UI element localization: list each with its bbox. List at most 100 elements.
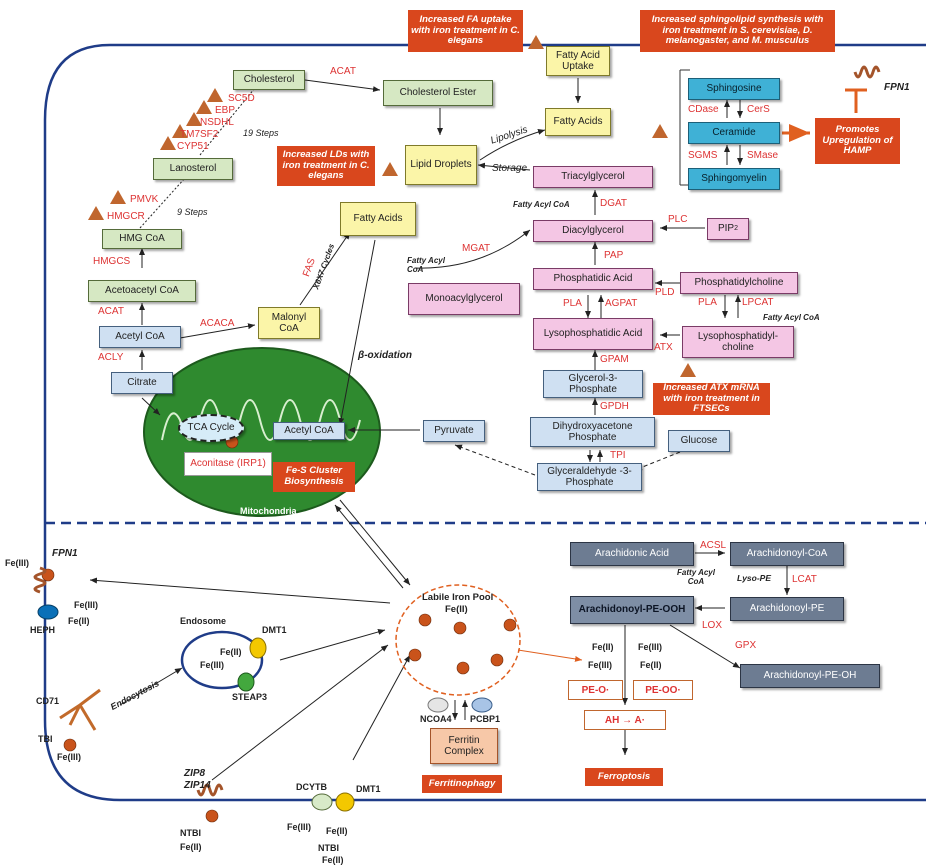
enzyme-cyp51: CYP51 xyxy=(177,141,209,152)
node-sphingosine: Sphingosine xyxy=(688,78,780,100)
callout-ferroptosis: Ferroptosis xyxy=(585,768,663,786)
node-ah-a: AH → A· xyxy=(584,710,666,730)
enzyme-lcat: LCAT xyxy=(792,574,817,585)
labile-pool-fe: Fe(II) xyxy=(445,604,468,615)
node-citrate: Citrate xyxy=(111,372,173,394)
label-fe3-endo: Fe(III) xyxy=(200,660,224,670)
triangle-pmvk xyxy=(110,190,126,204)
triangle-fa-uptake xyxy=(528,35,544,49)
node-ferritin: Ferritin Complex xyxy=(430,728,498,764)
label-pcbp1: PCBP1 xyxy=(470,714,501,724)
triangle-hmgcr xyxy=(88,206,104,220)
label-endosome: Endosome xyxy=(180,616,227,626)
label-fatty-acyl-coa-3: Fatty Acyl CoA xyxy=(763,313,820,322)
triangle-cyp51 xyxy=(160,136,176,150)
node-arachidonoyl-pe-ooh: Arachidonoyl-PE-OOH xyxy=(570,596,694,624)
label-fpn1-top: FPN1 xyxy=(884,82,910,93)
enzyme-smase: SMase xyxy=(747,150,779,161)
label-zip14: ZIP14 xyxy=(184,780,211,791)
enzyme-ebp: EBP xyxy=(215,105,236,116)
node-fatty-acids-left: Fatty Acids xyxy=(340,202,416,236)
label-fatty-acyl-coa-4: Fatty Acyl CoA xyxy=(677,568,715,586)
enzyme-nsdhl: NSDHL xyxy=(200,117,234,128)
node-fatty-acid-uptake: Fatty Acid Uptake xyxy=(546,46,610,76)
callout-fes: Fe-S Cluster Biosynthesis xyxy=(273,462,355,492)
callout-hamp: Promotes Upregulation of HAMP xyxy=(815,118,900,164)
node-cholesterol-ester: Cholesterol Ester xyxy=(383,80,493,106)
label-ntbi-1: NTBI xyxy=(180,828,201,838)
node-aconitase: Aconitase (IRP1) xyxy=(184,452,272,476)
node-ceramide: Ceramide xyxy=(688,122,780,144)
enzyme-pla-left: PLA xyxy=(563,298,582,309)
label-fe2-endo: Fe(II) xyxy=(220,647,242,657)
enzyme-acat-left: ACAT xyxy=(98,306,124,317)
triangle-ebp xyxy=(196,100,212,114)
node-phosphatidic-acid: Phosphatidic Acid xyxy=(533,268,653,290)
enzyme-acsl: ACSL xyxy=(700,540,727,551)
label-dcytb: DCYTB xyxy=(296,782,327,792)
node-arachidonic-acid: Arachidonic Acid xyxy=(570,542,694,566)
label-fe2-ntbi: Fe(II) xyxy=(180,842,202,852)
node-pe-oo: PE-OO· xyxy=(633,680,693,700)
enzyme-sc5d: SC5D xyxy=(228,93,255,104)
node-lysophosphatidylcholine: Lysophosphatidyl-choline xyxy=(682,326,794,358)
label-dmt1-bottom: DMT1 xyxy=(356,784,381,794)
enzyme-gpdh: GPDH xyxy=(600,401,629,412)
label-fe3-left: Fe(III) xyxy=(5,558,29,568)
label-fe3-tbi: Fe(III) xyxy=(57,752,81,762)
node-monoacylglycerol: Monoacylglycerol xyxy=(408,283,520,315)
label-fe3-a: Fe(III) xyxy=(638,642,662,652)
callout-sphingolipid: Increased sphingolipid synthesis with ir… xyxy=(640,10,835,52)
enzyme-acly: ACLY xyxy=(98,352,124,363)
label-zip8: ZIP8 xyxy=(184,768,206,779)
enzyme-hmgcs: HMGCS xyxy=(93,256,131,267)
enzyme-dgat: DGAT xyxy=(600,198,628,209)
label-beta-oxidation: β-oxidation xyxy=(358,350,412,361)
node-g3p: Glyceraldehyde -3-Phosphate xyxy=(537,463,642,491)
label-dmt1-endo: DMT1 xyxy=(262,625,287,635)
enzyme-gpam: GPAM xyxy=(600,354,629,365)
label-storage: Storage xyxy=(492,163,528,174)
node-acetyl-coa: Acetyl CoA xyxy=(99,326,181,348)
callout-fa-uptake: Increased FA uptake with iron treatment … xyxy=(408,10,523,52)
node-arachidonoyl-pe-oh: Arachidonoyl-PE-OH xyxy=(740,664,880,688)
node-sphingomyelin: Sphingomyelin xyxy=(688,168,780,190)
node-arachidonoyl-coa: Arachidonoyl-CoA xyxy=(730,542,844,566)
enzyme-tm7sf2: TM7SF2 xyxy=(180,129,219,140)
enzyme-cdase: CDase xyxy=(688,104,719,115)
label-19-steps: 19 Steps xyxy=(243,128,279,138)
label-9-steps: 9 Steps xyxy=(177,207,208,217)
node-tca-cycle: TCA Cycle xyxy=(178,414,244,442)
node-lipid-droplets: Lipid Droplets xyxy=(405,145,477,185)
enzyme-pld: PLD xyxy=(655,287,675,298)
triangle-tm7sf2 xyxy=(172,124,188,138)
enzyme-lox: LOX xyxy=(702,620,723,631)
callout-lds: Increased LDs with iron treatment in C. … xyxy=(277,146,375,186)
node-hmg-coa: HMG CoA xyxy=(102,229,182,249)
labile-iron-pool xyxy=(395,584,521,696)
label-heph: HEPH xyxy=(30,625,56,635)
enzyme-mgat: MGAT xyxy=(462,243,491,254)
node-glycerol3p: Glycerol-3-Phosphate xyxy=(543,370,643,398)
mitochondria-label: Mitochondria xyxy=(240,506,297,516)
enzyme-hmgcr: HMGCR xyxy=(107,211,145,222)
enzyme-acaca: ACACA xyxy=(200,318,235,329)
label-fe3-bottom: Fe(III) xyxy=(287,822,311,832)
enzyme-cers: CerS xyxy=(747,104,770,115)
triangle-atx xyxy=(680,363,696,377)
enzyme-pla-right: PLA xyxy=(698,297,717,308)
triangle-sphingo xyxy=(652,124,668,138)
label-fe2-heph: Fe(II) xyxy=(68,616,90,626)
node-cholesterol: Cholesterol xyxy=(233,70,305,90)
enzyme-lpcat: LPCAT xyxy=(742,297,774,308)
label-lyso-pe: Lyso-PE xyxy=(737,573,772,583)
label-fe3-b: Fe(III) xyxy=(588,660,612,670)
enzyme-plc: PLC xyxy=(668,214,688,225)
node-lanosterol: Lanosterol xyxy=(153,158,233,180)
triangle-lds xyxy=(382,162,398,176)
enzyme-acat-top: ACAT xyxy=(330,66,356,77)
callout-ferritinophagy: Ferritinophagy xyxy=(422,775,502,793)
node-arachidonoyl-pe: Arachidonoyl-PE xyxy=(730,597,844,621)
label-fatty-acyl-coa-1: Fatty Acyl CoA xyxy=(513,200,570,209)
